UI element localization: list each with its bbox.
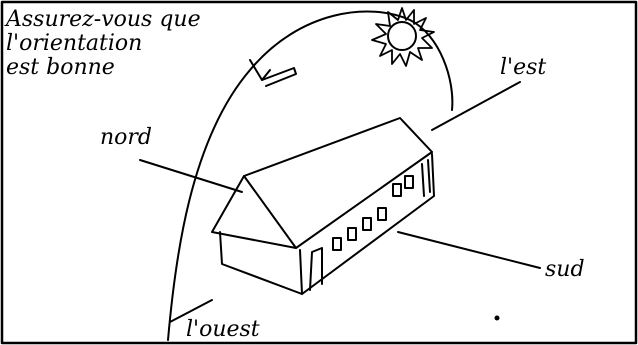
- caption-line-3: est bonne: [6, 56, 201, 80]
- east-label: l'est: [500, 56, 546, 80]
- west-label: l'ouest: [186, 318, 260, 342]
- south-label: sud: [545, 258, 585, 282]
- orientation-caption: Assurez-vous que l'orientation est bonne: [6, 8, 201, 80]
- ink-dot: [496, 317, 499, 320]
- south-line: [398, 232, 540, 268]
- north-line: [140, 160, 242, 192]
- wind-vane-icon: [250, 60, 296, 86]
- house-drawing: [212, 118, 434, 294]
- caption-line-2: l'orientation: [6, 32, 201, 56]
- east-line: [432, 82, 520, 130]
- north-label: nord: [100, 126, 152, 150]
- caption-line-1: Assurez-vous que: [6, 8, 201, 32]
